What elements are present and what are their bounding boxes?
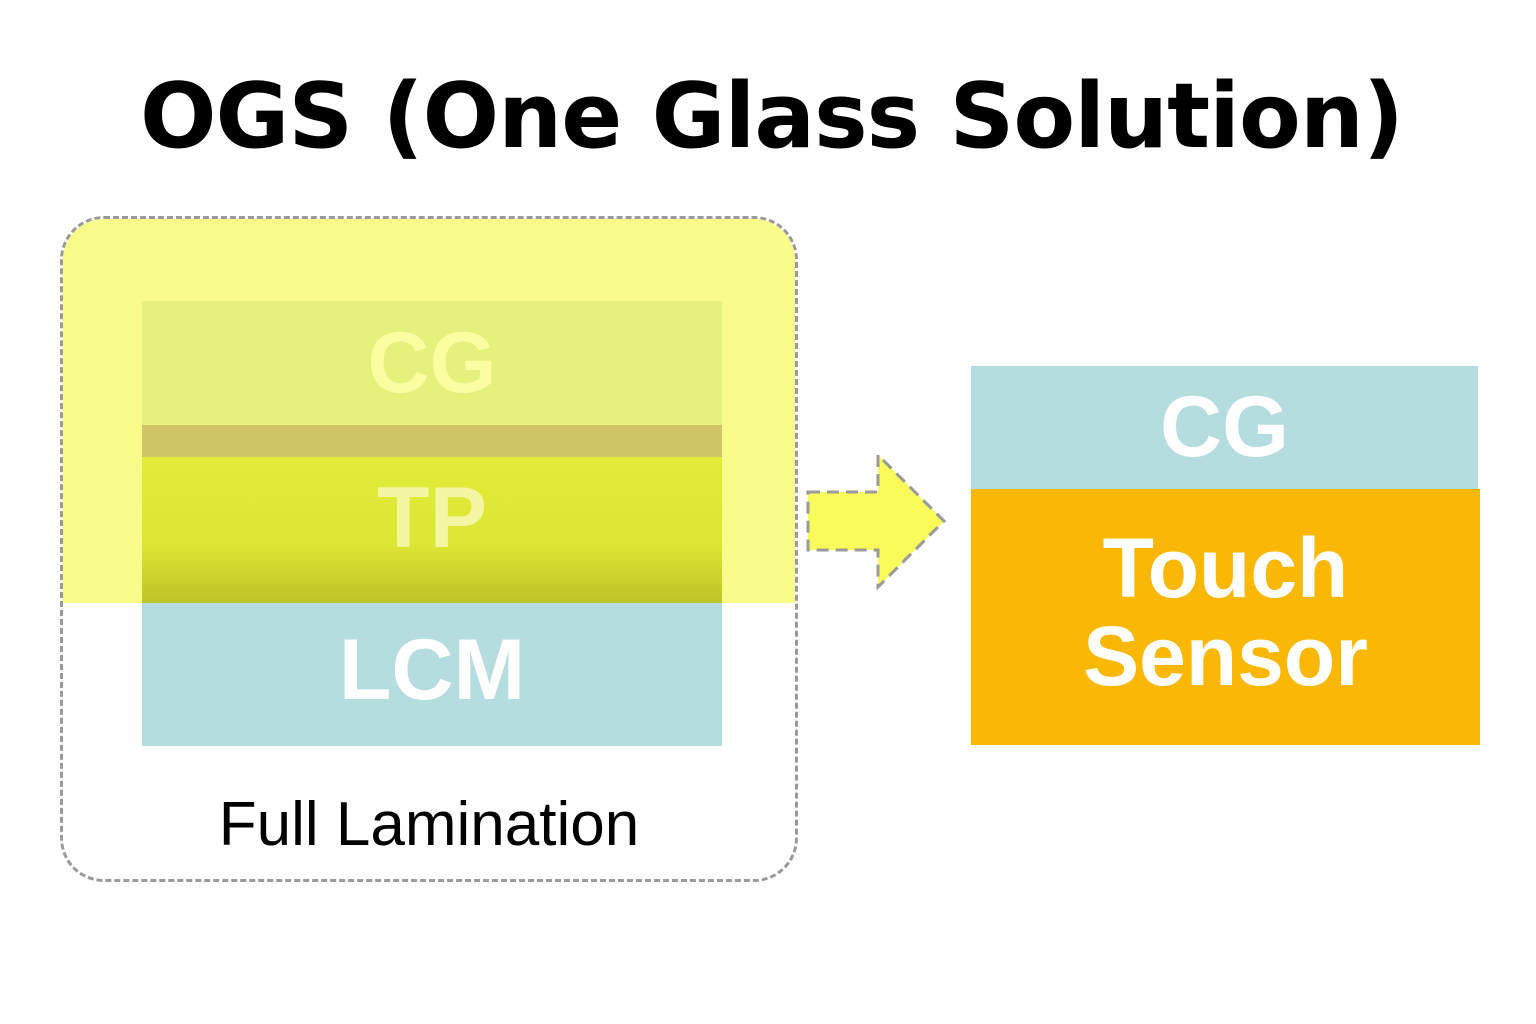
ogs-layer-touch-sensor: Touch Sensor [971, 489, 1480, 745]
touch-sensor-line2: Sensor [1083, 609, 1368, 703]
layer-touch-panel: TP [142, 457, 722, 603]
touch-sensor-line1: Touch [1102, 521, 1349, 615]
ogs-layer-cover-glass: CG [971, 366, 1478, 489]
page-title: OGS (One Glass Solution) [140, 64, 1404, 169]
layer-lcm: LCM [142, 603, 722, 746]
full-lamination-group: CG TP LCM Full Lamination [60, 216, 798, 882]
arrow-right-icon [806, 452, 947, 590]
layer-adhesive [142, 425, 722, 457]
full-lamination-caption: Full Lamination [218, 790, 640, 859]
layer-cover-glass: CG [142, 301, 722, 425]
